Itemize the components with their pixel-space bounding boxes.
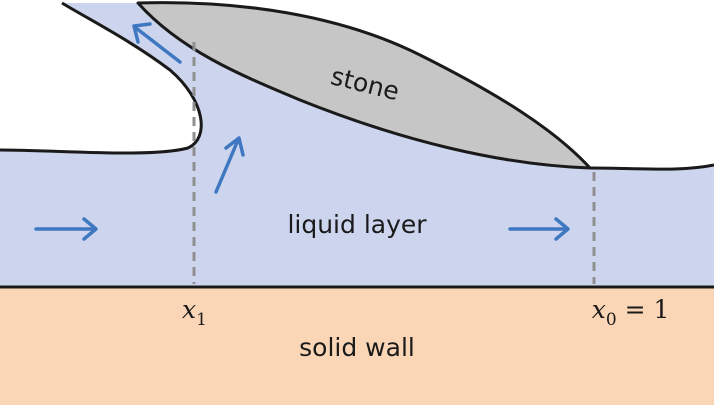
solid-wall bbox=[0, 287, 714, 405]
x1-label-sub: 1 bbox=[196, 310, 207, 330]
stone-outline bbox=[136, 1, 592, 170]
liquid-layer-label: liquid layer bbox=[287, 210, 427, 239]
flow-arrow-icon bbox=[508, 217, 570, 241]
stone bbox=[138, 2, 590, 169]
flow-arrow-icon bbox=[132, 22, 182, 64]
x1-label-var: x bbox=[182, 295, 196, 324]
x0-label-value: = 1 bbox=[617, 295, 670, 324]
free-surface-left bbox=[0, 1, 203, 155]
free-surface-right bbox=[589, 163, 714, 171]
x0-label: x0 = 1 bbox=[552, 295, 693, 330]
x0-label-sub: 0 bbox=[606, 310, 617, 330]
x1-label: x1 bbox=[182, 295, 207, 330]
flow-arrow-icon bbox=[34, 217, 98, 241]
x0-label-var: x bbox=[592, 295, 606, 324]
liquid-layer bbox=[0, 3, 714, 287]
solid-wall-label: solid wall bbox=[299, 333, 415, 362]
flow-arrow-icon bbox=[214, 136, 245, 194]
